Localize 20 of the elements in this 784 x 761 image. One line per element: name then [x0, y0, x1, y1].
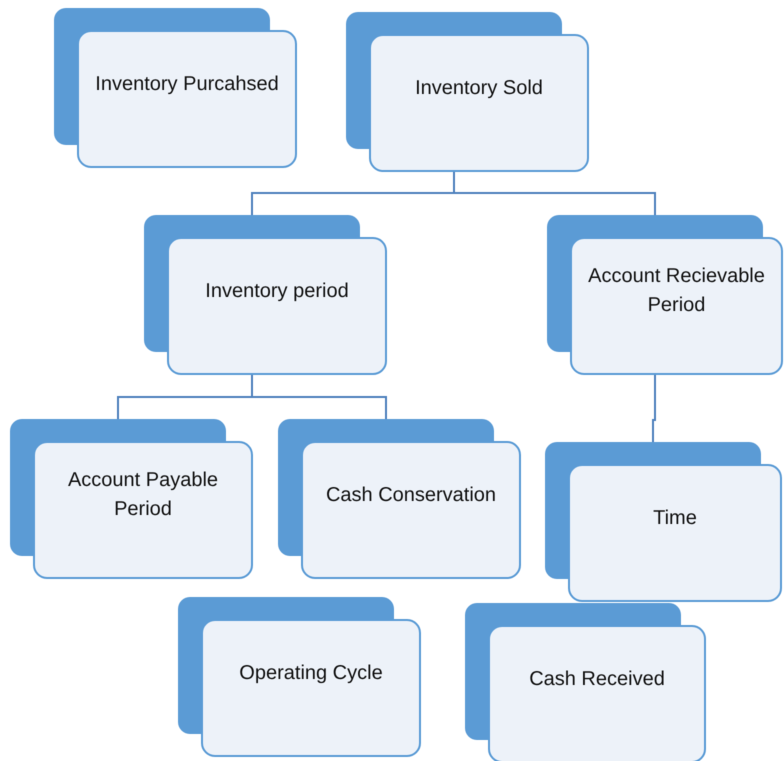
box-label: Account Recievable Period: [587, 264, 766, 318]
box-label: Cash Received: [529, 666, 665, 692]
box-label: Account Payable Period: [66, 468, 220, 522]
box-label: Inventory period: [205, 278, 349, 304]
process-box: [54, 8, 297, 168]
process-box: [278, 419, 521, 579]
process-box: [547, 215, 783, 375]
box-label: Inventory Sold: [415, 76, 543, 100]
process-box: [346, 12, 589, 172]
process-box: [144, 215, 387, 375]
process-box: [545, 442, 782, 602]
box-label: Cash Conservation: [326, 482, 496, 508]
connector-line: [652, 375, 656, 442]
box-label: Time: [653, 506, 697, 530]
process-box: [178, 597, 421, 757]
process-box: [465, 603, 706, 761]
process-box: [10, 419, 253, 579]
connector-line: [453, 172, 656, 215]
box-label: Inventory Purcahsed: [95, 72, 279, 96]
box-label: Operating Cycle: [239, 660, 383, 686]
